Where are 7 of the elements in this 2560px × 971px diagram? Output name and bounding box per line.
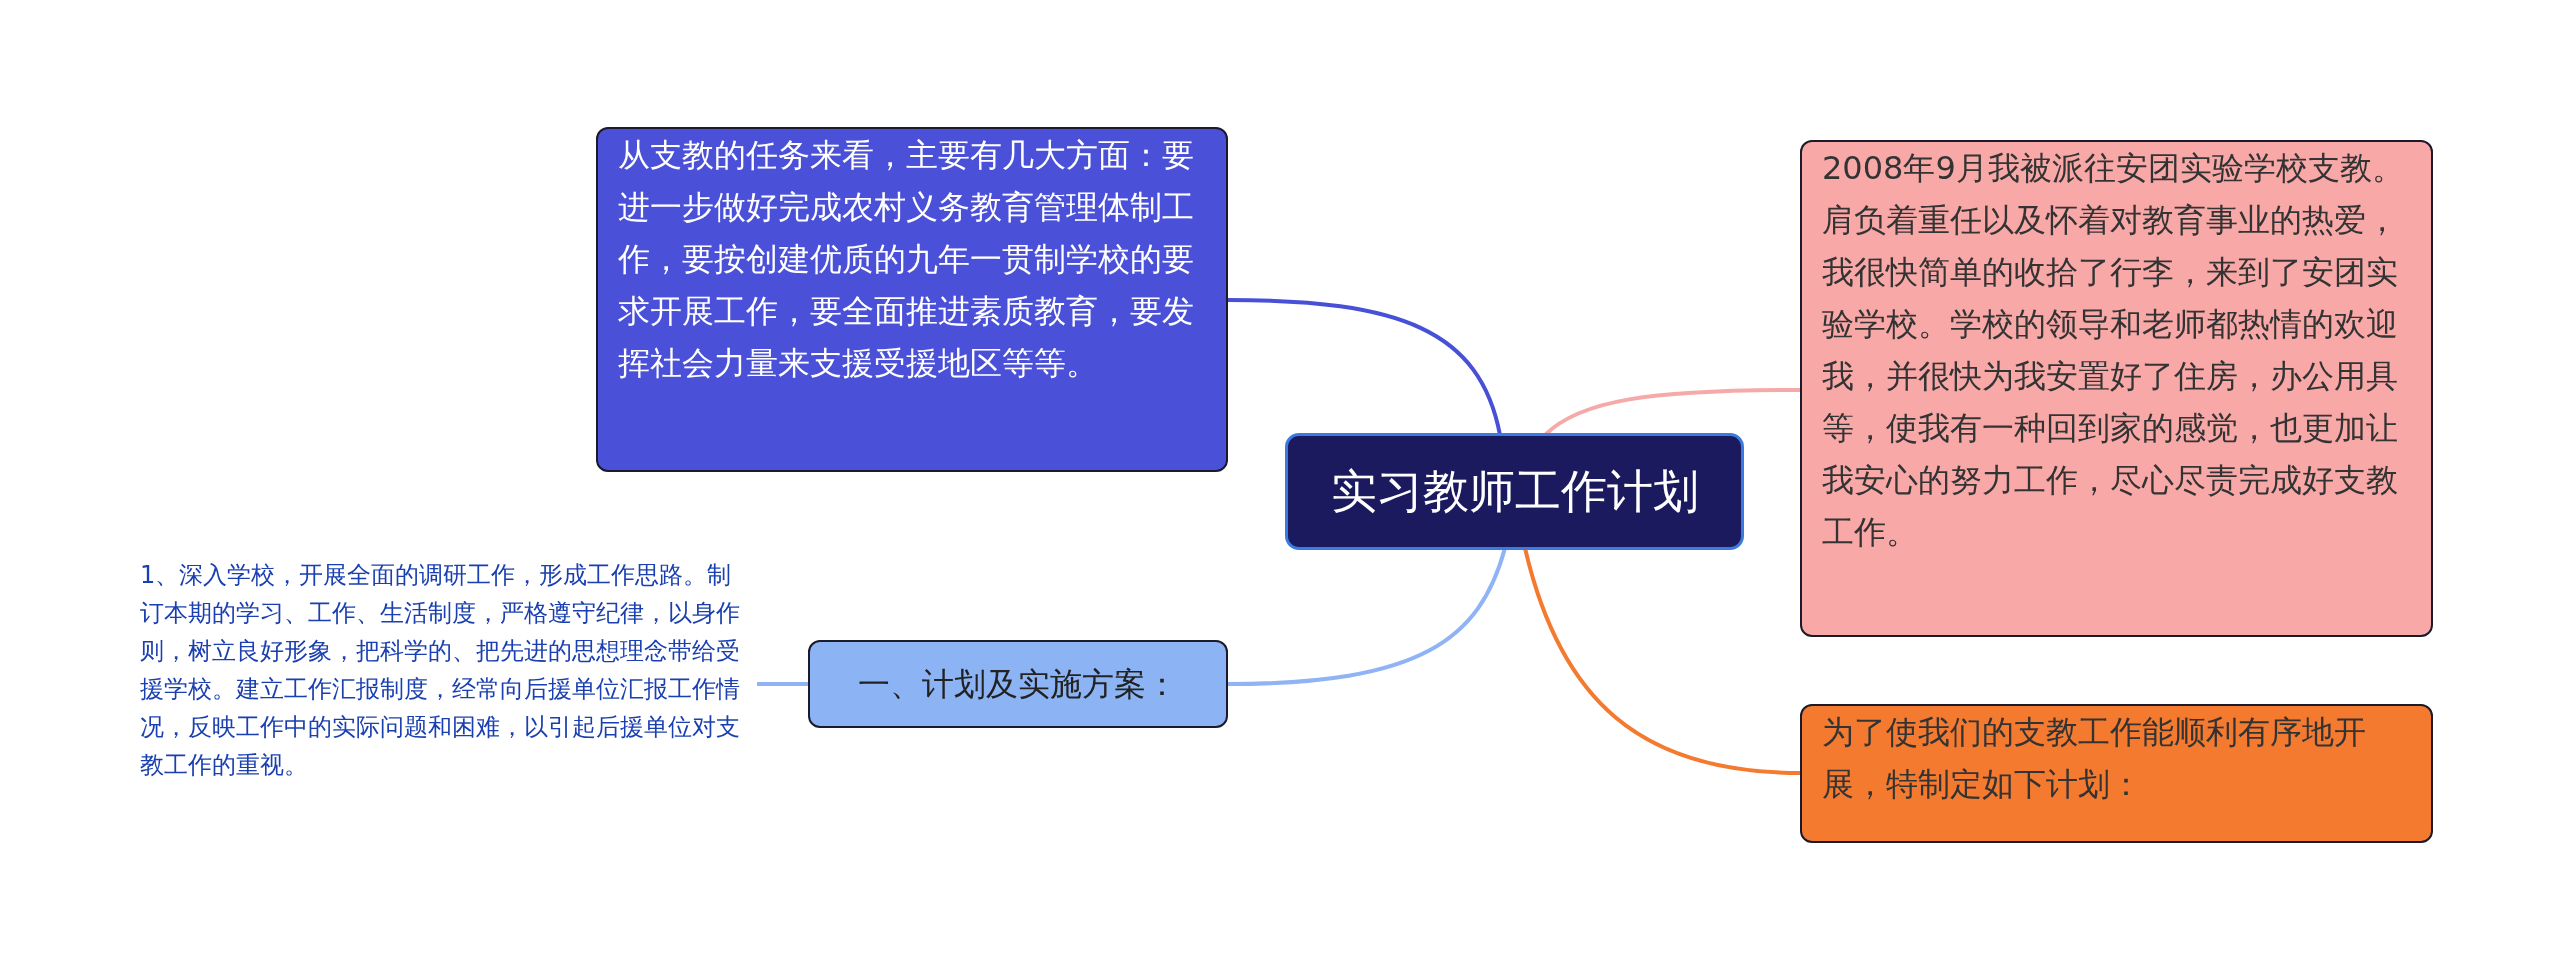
subtopic-text: 1、深入学校，开展全面的调研工作，形成工作思路。制订本期的学习、工作、生活制度，严格遵守纪律，以身作则，树立良好形象，把科学的、把先进的思想理念带给受援学校。建立工作汇报制度，经常向后援单位汇报工作情况，反映工作中的实际问题和困难，以引起后援单位对支教工作的重视。 — [140, 556, 755, 828]
topic-box: 为了使我们的支教工作能顺利有序地开展，特制定如下计划： — [1800, 704, 2433, 843]
root-topic-box: 实习教师工作计划 — [1285, 433, 1744, 550]
topic-box: 从支教的任务来看，主要有几大方面：要进一步做好完成农村义务教育管理体制工作，要按创建优质的九年一贯制学校的要求开展工作，要全面推进素质教育，要发挥社会力量来支援受援地区等等。 — [596, 127, 1228, 472]
topic-box: 一、计划及实施方案： — [808, 640, 1228, 728]
connector-line — [757, 682, 808, 686]
topic-box: 2008年9月我被派往安团实验学校支教。肩负着重任以及怀着对教育事业的热爱，我很快简单的收拾了行李，来到了安团实验学校。学校的领导和老师都热情的欢迎我，并很快为我安置好了住房，办公用具等，使我有一种回到家的感觉，也更加让我安心的努力工作，尽心尽责完成好支教工作。 — [1800, 140, 2433, 637]
